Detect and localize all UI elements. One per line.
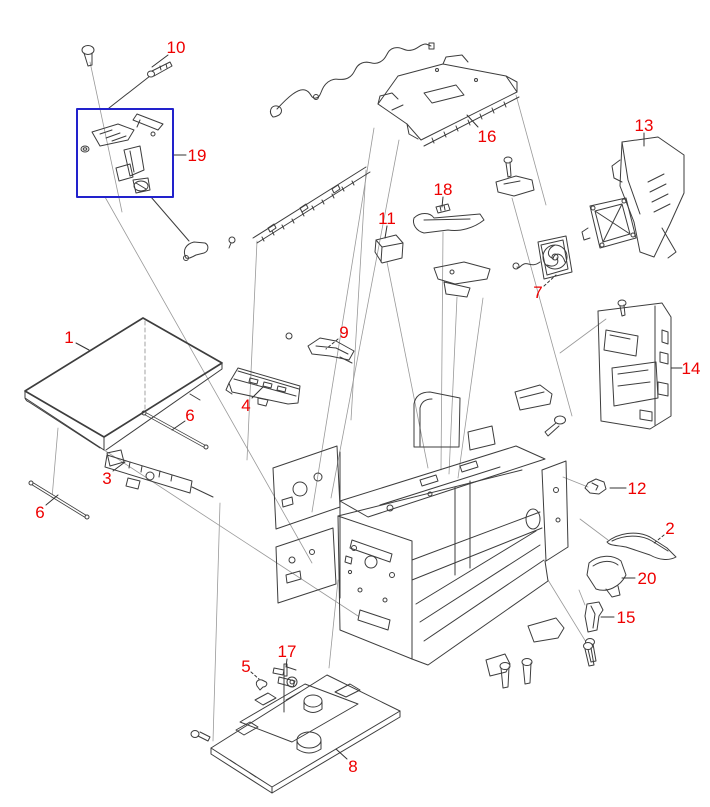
part-13-duct: [611, 136, 685, 259]
callout-13: 13: [635, 116, 654, 147]
part-7-fan: [512, 235, 573, 280]
callout-7: 7: [533, 274, 557, 302]
callout-16: 16: [466, 114, 497, 146]
callout-leader: [151, 54, 169, 68]
callout-1: 1: [64, 328, 90, 351]
callout-leader: [285, 658, 288, 668]
callout-label: 10: [167, 38, 186, 57]
callout-label: 12: [628, 479, 647, 498]
callout-11: 11: [378, 209, 396, 239]
callout-leader: [441, 196, 444, 208]
callout-15: 15: [600, 608, 636, 627]
callout-leader: [335, 748, 348, 760]
callout-4: 4: [241, 386, 264, 415]
callout-label: 5: [241, 657, 250, 676]
callout-leader: [543, 274, 557, 287]
callout-label: 2: [665, 519, 674, 538]
callout-label: 4: [241, 396, 250, 415]
callout-label: 18: [434, 180, 453, 199]
callout-label: 11: [378, 209, 396, 228]
part-hook-cable: [183, 236, 236, 261]
callout-leader: [652, 534, 665, 545]
part-19-assembly: [80, 113, 164, 194]
screw-bottom-right: [583, 642, 595, 667]
callout-2: 2: [652, 519, 675, 545]
callout-12: 12: [609, 479, 647, 498]
callout-17: 17: [278, 642, 297, 668]
part-12-clip: [584, 478, 607, 495]
latch-and-screw: [495, 156, 535, 197]
part-5-clip: [255, 679, 268, 691]
callout-9: 9: [325, 323, 349, 350]
callout-leader: [250, 671, 260, 680]
callout-label: 14: [682, 359, 701, 378]
callout-10: 10: [151, 38, 186, 68]
callout-8: 8: [335, 748, 358, 776]
wire-harness: [269, 42, 435, 118]
callout-14: 14: [670, 359, 701, 378]
lever-cluster: [374, 203, 491, 298]
callout-label: 6: [185, 406, 194, 425]
callout-6: 6: [35, 494, 59, 522]
part-16-top-cover: [377, 54, 520, 147]
part-19-highlight-box: [76, 108, 174, 198]
projection-lines: [51, 61, 609, 742]
callout-leader: [75, 342, 90, 351]
rod-6-upper: [141, 410, 209, 450]
callout-label: 19: [188, 146, 207, 165]
part-9-arm: [285, 332, 355, 364]
part-10-pin: [147, 61, 173, 78]
part-1-cover-panel: [24, 317, 223, 451]
callout-label: 8: [348, 757, 357, 776]
callout-leader: [171, 420, 186, 431]
part-14-holder: [597, 299, 672, 430]
callout-5: 5: [241, 657, 260, 680]
part-2-arm: [606, 532, 677, 560]
part-4-rail: [225, 367, 301, 407]
callout-leader: [45, 494, 59, 506]
callout-label: 7: [533, 283, 542, 302]
part-8-bottom-plate: [190, 667, 401, 794]
callout-label: 9: [339, 323, 348, 342]
callout-20: 20: [621, 569, 657, 588]
part-20-guide: [586, 555, 627, 598]
guide-strip: [252, 166, 371, 244]
callout-label: 15: [617, 608, 636, 627]
callout-leader: [325, 338, 339, 350]
callout-label: 3: [102, 469, 111, 488]
screw-top-left: [81, 45, 95, 67]
chassis: [272, 384, 569, 689]
rod-6-lower: [28, 480, 90, 520]
callout-6: 6: [171, 406, 195, 431]
callout-label: 17: [278, 642, 297, 661]
callout-leader: [384, 225, 388, 239]
callout-leader: [466, 114, 479, 128]
callout-label: 20: [638, 569, 657, 588]
part-15-bracket: [584, 601, 604, 663]
callout-leader: [251, 386, 264, 399]
callout-18: 18: [434, 180, 453, 208]
callout-label: 13: [635, 116, 654, 135]
callout-label: 6: [35, 503, 44, 522]
callout-19: 19: [173, 146, 207, 165]
part-3-rail: [104, 449, 214, 498]
callout-leader: [112, 461, 126, 472]
callout-label: 16: [478, 127, 497, 146]
callout-label: 1: [64, 328, 73, 347]
callout-3: 3: [102, 461, 126, 488]
fan-holder-frame: [581, 197, 637, 249]
